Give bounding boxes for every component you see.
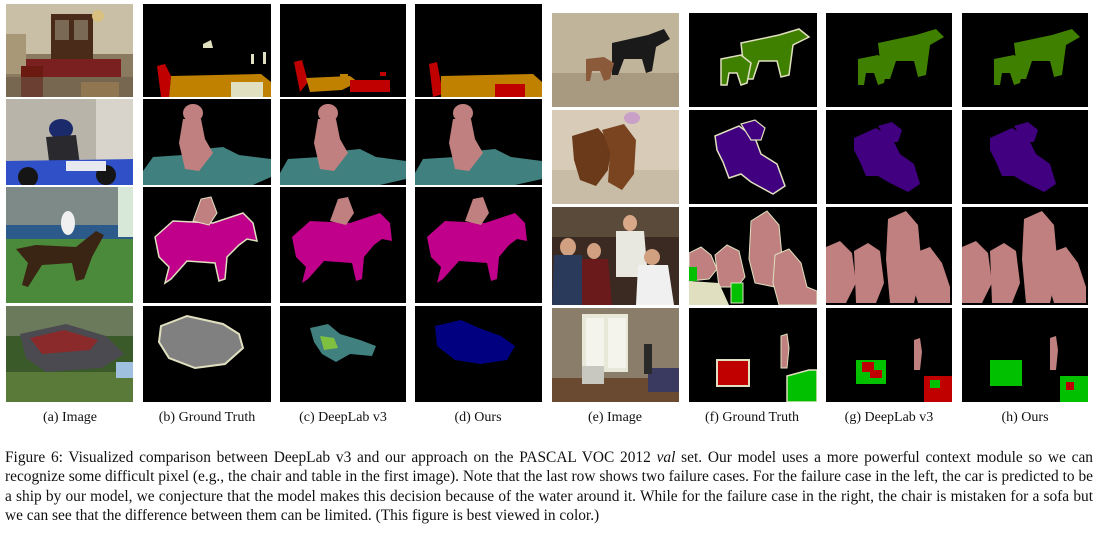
deeplab-horse [280, 187, 406, 303]
subcaption-h: (h) Ours [1001, 410, 1049, 425]
figure-caption-prefix: Figure 6: Visualized comparison between … [5, 449, 657, 466]
gt-dogs [689, 110, 817, 204]
gt-party [689, 207, 817, 305]
image-car-wreck [6, 306, 133, 402]
ours-cows [962, 13, 1088, 107]
deeplab-motorbike [280, 99, 406, 185]
gt-living-room [689, 308, 817, 402]
ours-dining-room [415, 4, 542, 97]
deeplab-dogs [826, 110, 952, 204]
image-party [552, 207, 679, 305]
figure-caption: Figure 6: Visualized comparison between … [5, 448, 1093, 526]
subcaption-f: (f) Ground Truth [704, 410, 800, 425]
gt-cows [689, 13, 817, 107]
deeplab-cows [826, 13, 952, 107]
gt-motorbike [143, 99, 271, 185]
image-motorbike [6, 99, 133, 185]
image-dining-room [6, 4, 133, 97]
ours-living-room [962, 308, 1088, 402]
figure-grid: (a) Image (b) Ground Truth (c) DeepLab v… [6, 4, 1088, 425]
deeplab-car-wreck [280, 306, 406, 402]
subcaption-d: (d) Ours [454, 410, 502, 425]
gt-car-wreck [143, 306, 271, 402]
figure-caption-suffix: set. Our model uses a more powerful cont… [5, 449, 1093, 525]
subcaption-b: (b) Ground Truth [158, 410, 256, 425]
gt-horse [143, 187, 271, 303]
ours-dogs [962, 110, 1088, 204]
ours-horse [415, 187, 542, 303]
subcaption-e: (e) Image [587, 410, 643, 425]
subcaption-c: (c) DeepLab v3 [299, 410, 387, 425]
ours-car-wreck [415, 306, 542, 402]
deeplab-dining-room [280, 4, 406, 97]
gt-dining-room [143, 4, 271, 97]
image-living-room [552, 308, 679, 402]
ours-party [962, 207, 1088, 305]
image-cows [552, 13, 679, 107]
subcaption-g: (g) DeepLab v3 [844, 410, 934, 425]
deeplab-party [826, 207, 952, 305]
subcaption-a: (a) Image [42, 410, 98, 425]
image-horse [6, 187, 133, 303]
figure-caption-italic: val [656, 449, 676, 466]
image-dogs [552, 110, 679, 204]
deeplab-living-room [826, 308, 952, 402]
ours-motorbike [415, 99, 542, 185]
